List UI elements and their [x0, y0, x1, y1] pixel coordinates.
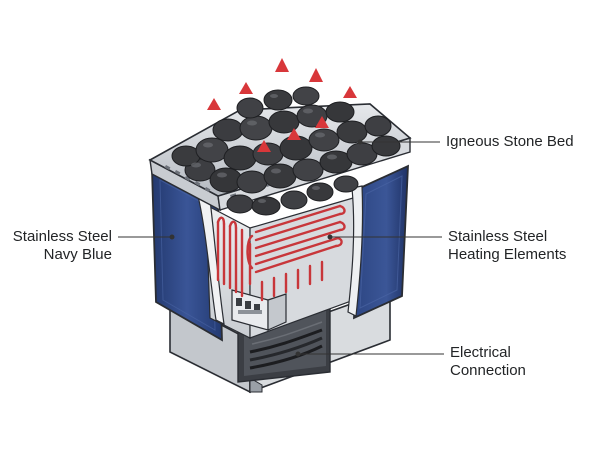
- label-heating-line1: Stainless Steel: [448, 228, 548, 245]
- terminal-block: [231, 289, 287, 331]
- label-casing-line2: Navy Blue: [43, 246, 112, 263]
- heat-arrow: [309, 68, 323, 104]
- heat-arrow: [207, 98, 221, 128]
- leader-lines: [118, 139, 444, 357]
- heat-arrows: [207, 58, 357, 176]
- label-stone-bed: Igneous Stone Bed: [446, 133, 574, 151]
- heat-arrow: [239, 82, 253, 118]
- label-stone-bed-text: Igneous Stone Bed: [446, 133, 574, 150]
- label-casing: Stainless Steel Navy Blue: [13, 228, 112, 264]
- heat-arrow: [257, 140, 271, 176]
- label-heating-line2: Heating Elements: [448, 246, 567, 263]
- heat-arrow: [343, 86, 357, 116]
- heat-arrow: [315, 116, 329, 150]
- label-electrical-line1: Electrical: [450, 344, 511, 361]
- heat-arrow: [287, 128, 301, 162]
- label-electrical-line2: Connection: [450, 362, 526, 379]
- label-casing-line1: Stainless Steel: [12, 228, 112, 245]
- label-heating-elements: Stainless Steel Heating Elements: [448, 228, 566, 264]
- heating-elements: [216, 204, 346, 302]
- heat-arrow: [275, 58, 289, 96]
- label-electrical-connection: Electrical Connection: [450, 344, 526, 380]
- electrical-compartment: [237, 299, 331, 383]
